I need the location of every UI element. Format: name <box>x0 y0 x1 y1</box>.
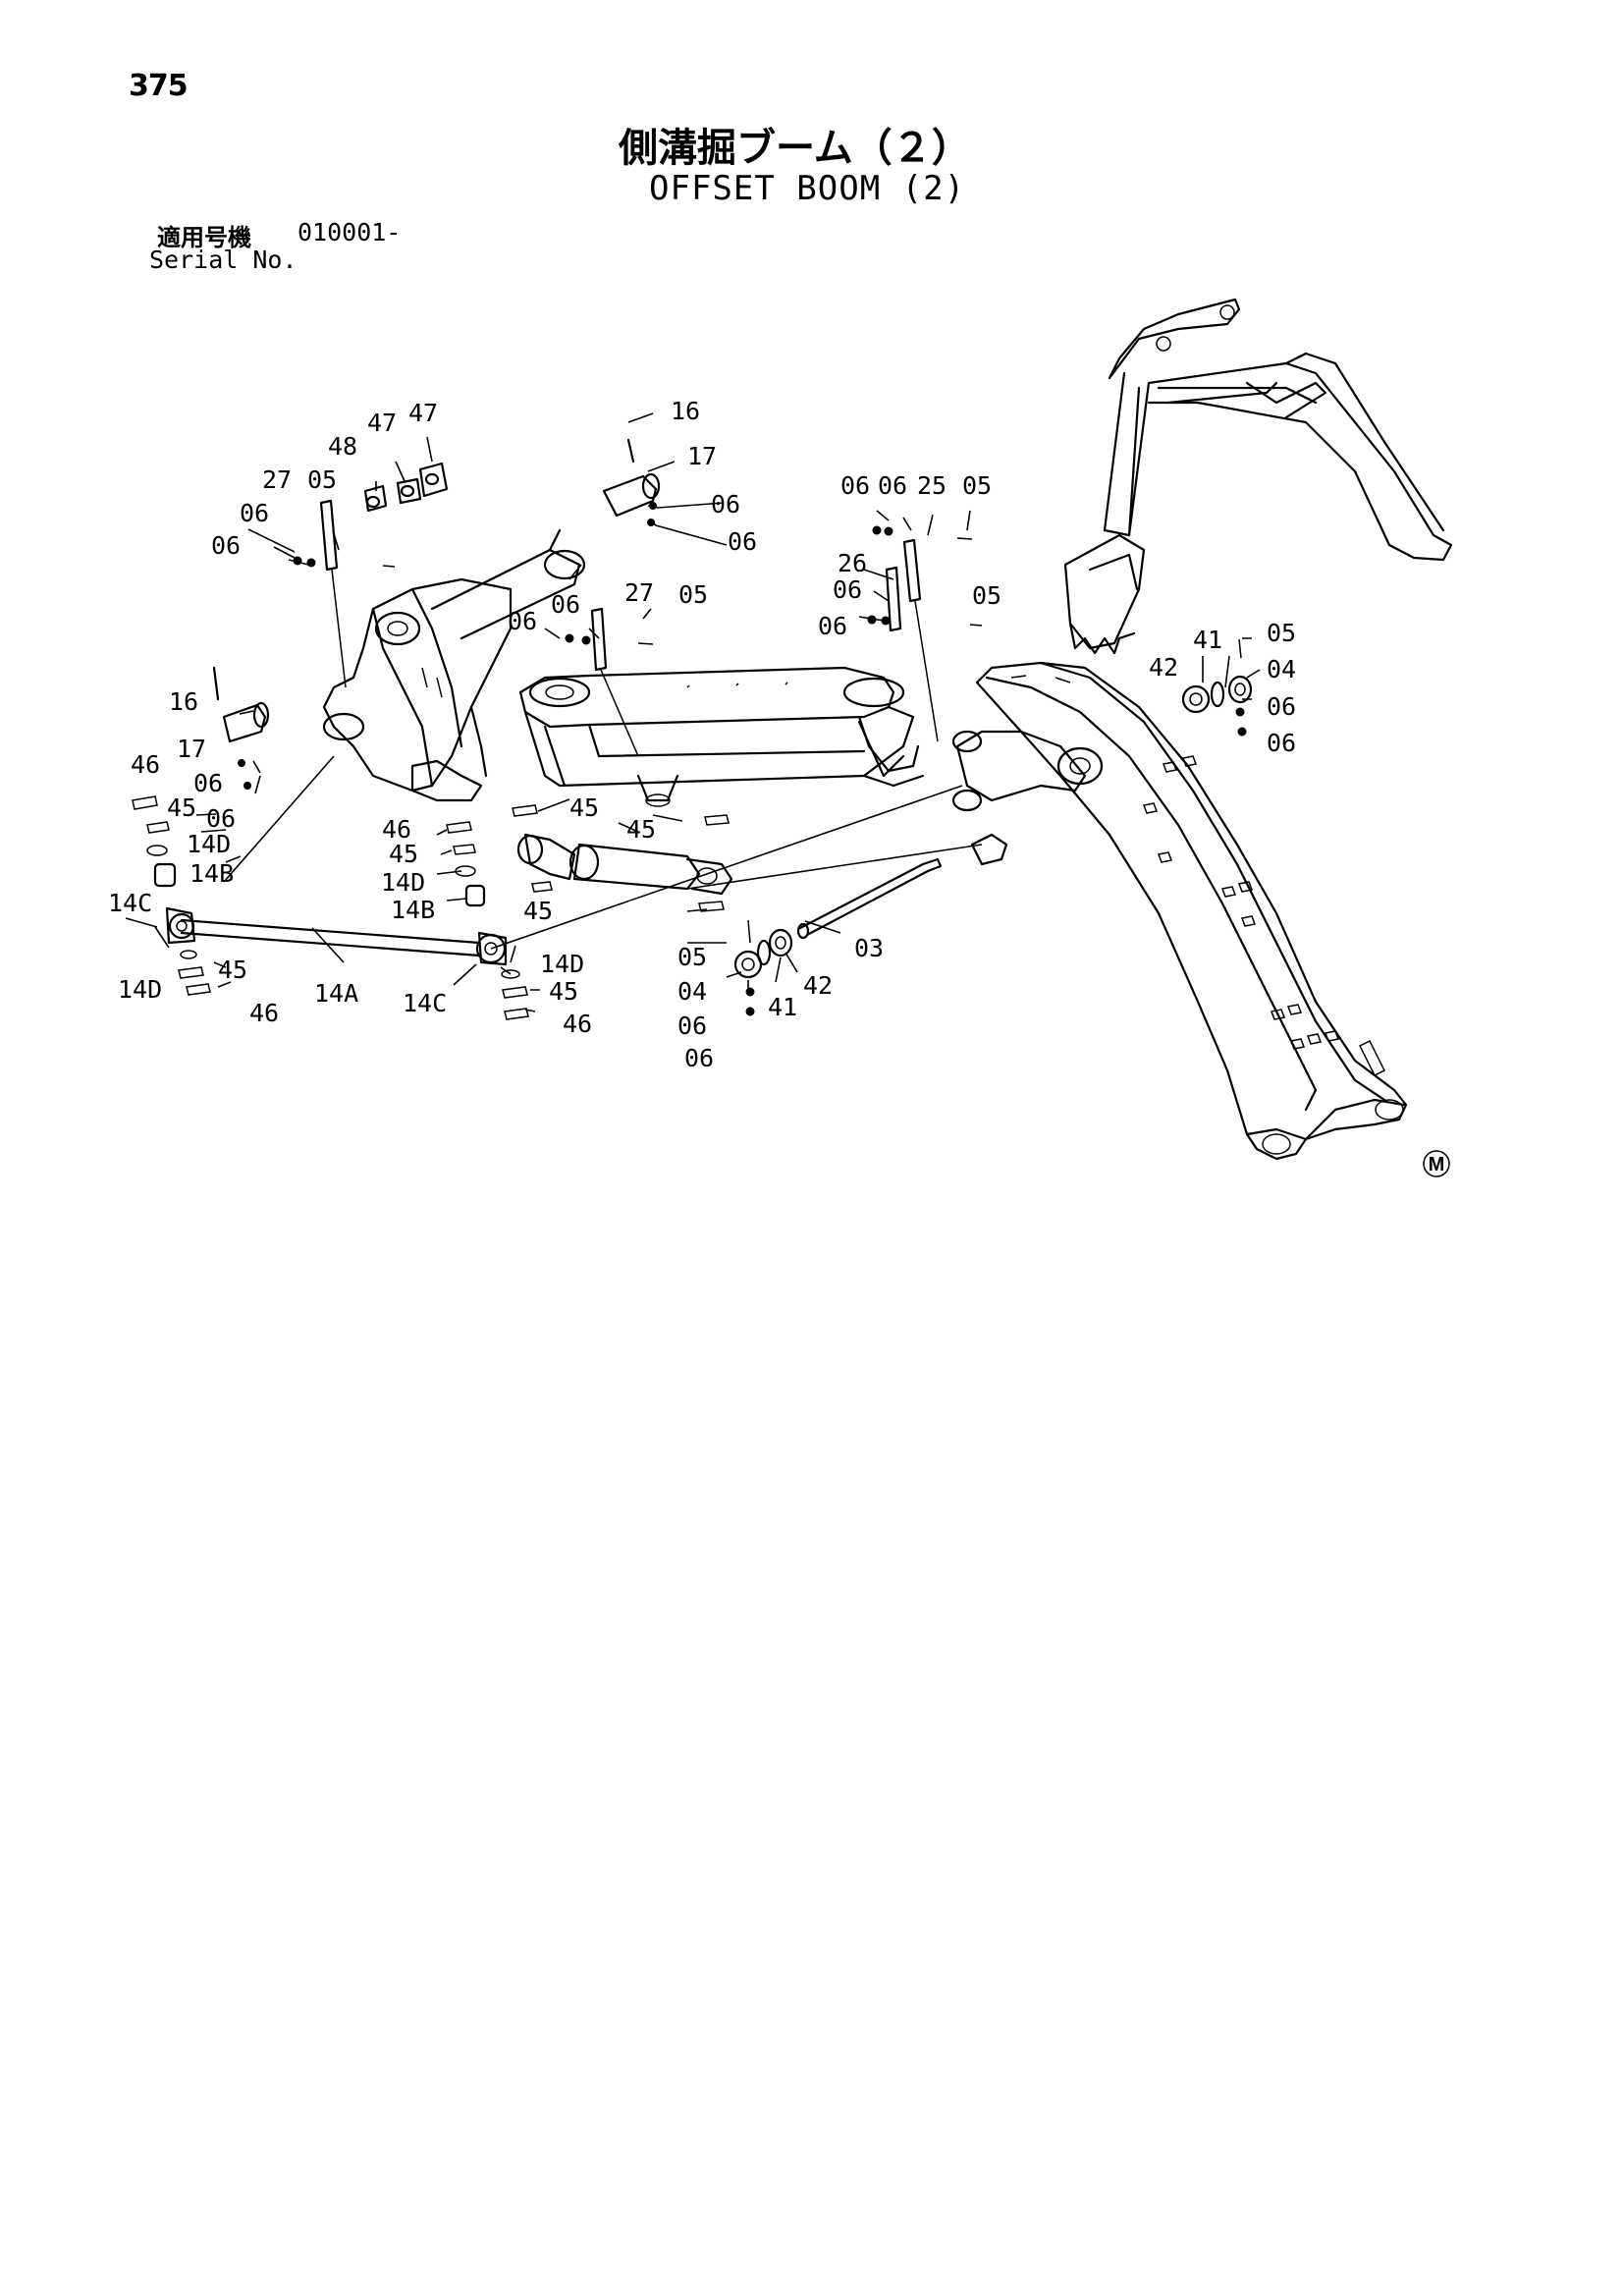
callout-06: 06 <box>818 612 847 640</box>
callout-06: 06 <box>211 531 241 560</box>
serial-label-japanese: 適用号機 <box>157 224 251 251</box>
arm-and-bucket-illustration <box>1063 298 1453 655</box>
callout-06: 06 <box>878 471 907 500</box>
callout-06: 06 <box>551 590 580 619</box>
callout-46: 46 <box>382 815 411 844</box>
callout-42: 42 <box>803 971 833 1000</box>
callout-42: 42 <box>1149 653 1178 682</box>
vertical-pins-illustration <box>319 499 939 757</box>
page-title-japanese: 側溝掘ブーム（２） <box>619 126 971 171</box>
callout-05: 05 <box>307 465 337 494</box>
callout-14C: 14C <box>108 889 152 917</box>
leader-lines <box>125 412 1261 1012</box>
callout-06: 06 <box>684 1044 714 1072</box>
callout-labels: 16 17 06 06 47 47 48 27 05 06 06 16 17 0… <box>108 397 1296 1072</box>
callout-46: 46 <box>249 999 279 1027</box>
callout-14D: 14D <box>187 830 231 858</box>
callout-05: 05 <box>972 581 1001 610</box>
callout-05: 05 <box>678 580 708 609</box>
callout-06: 06 <box>833 575 862 604</box>
pin-03-illustration <box>796 857 943 940</box>
fastener-parts-illustration <box>132 462 1253 1020</box>
pin-17-upper-illustration <box>602 438 661 518</box>
callout-06: 06 <box>711 490 740 519</box>
callout-06: 06 <box>728 527 757 556</box>
center-boom-section-illustration <box>518 666 925 807</box>
callout-04: 04 <box>677 977 707 1006</box>
callout-41: 41 <box>768 993 797 1021</box>
callout-06: 06 <box>677 1011 707 1040</box>
tie-rod-14A-illustration <box>165 906 508 966</box>
callout-45: 45 <box>569 793 599 822</box>
callout-05: 05 <box>1267 619 1296 647</box>
callout-06: 06 <box>240 499 269 527</box>
callout-46: 46 <box>563 1010 592 1038</box>
callout-05: 05 <box>962 471 992 500</box>
callout-06: 06 <box>1267 729 1296 757</box>
callout-14C: 14C <box>403 989 447 1017</box>
callout-47: 47 <box>408 399 438 427</box>
callout-06: 06 <box>206 804 236 833</box>
page-number: 375 <box>129 69 189 103</box>
callout-27: 27 <box>262 465 292 494</box>
callout-06: 06 <box>1267 692 1296 721</box>
callout-45: 45 <box>549 977 578 1006</box>
model-mark-letter: M <box>1429 1154 1445 1175</box>
callout-14D: 14D <box>381 868 425 897</box>
model-mark: M <box>1423 1150 1450 1177</box>
callout-45: 45 <box>167 793 196 822</box>
callout-41: 41 <box>1193 626 1222 654</box>
callout-14D: 14D <box>540 950 584 978</box>
pin-17-lower-illustration <box>212 666 270 743</box>
callout-06: 06 <box>508 607 537 635</box>
callout-06: 06 <box>193 769 223 797</box>
callout-06: 06 <box>840 471 870 500</box>
link-cylinder-illustration <box>516 833 733 896</box>
callout-03: 03 <box>854 934 884 962</box>
callout-27: 27 <box>624 578 654 607</box>
callout-46: 46 <box>131 750 160 779</box>
page-title-english: OFFSET BOOM (2) <box>649 169 966 208</box>
callout-14B: 14B <box>189 859 234 888</box>
left-bracket-illustration <box>322 528 586 802</box>
callout-47: 47 <box>367 409 397 437</box>
callout-14A: 14A <box>314 979 358 1008</box>
callout-05: 05 <box>677 943 707 971</box>
offset-boom-body-illustration <box>951 661 1408 1161</box>
callout-26: 26 <box>838 549 867 577</box>
callout-48: 48 <box>328 432 357 461</box>
callout-25: 25 <box>917 471 947 500</box>
cotter-dots <box>238 502 1247 1016</box>
callout-45: 45 <box>389 840 418 868</box>
callout-14B: 14B <box>391 896 435 924</box>
callout-45: 45 <box>218 956 247 984</box>
callout-04: 04 <box>1267 655 1296 683</box>
callout-17: 17 <box>687 442 717 470</box>
callout-45: 45 <box>523 897 553 925</box>
serial-number-value: 010001- <box>298 218 402 246</box>
serial-label-english: Serial No. <box>149 246 298 274</box>
callout-16: 16 <box>169 687 198 716</box>
callout-45: 45 <box>626 815 656 844</box>
callout-14D: 14D <box>118 975 162 1004</box>
callout-17: 17 <box>177 735 206 763</box>
callout-16: 16 <box>671 397 700 425</box>
